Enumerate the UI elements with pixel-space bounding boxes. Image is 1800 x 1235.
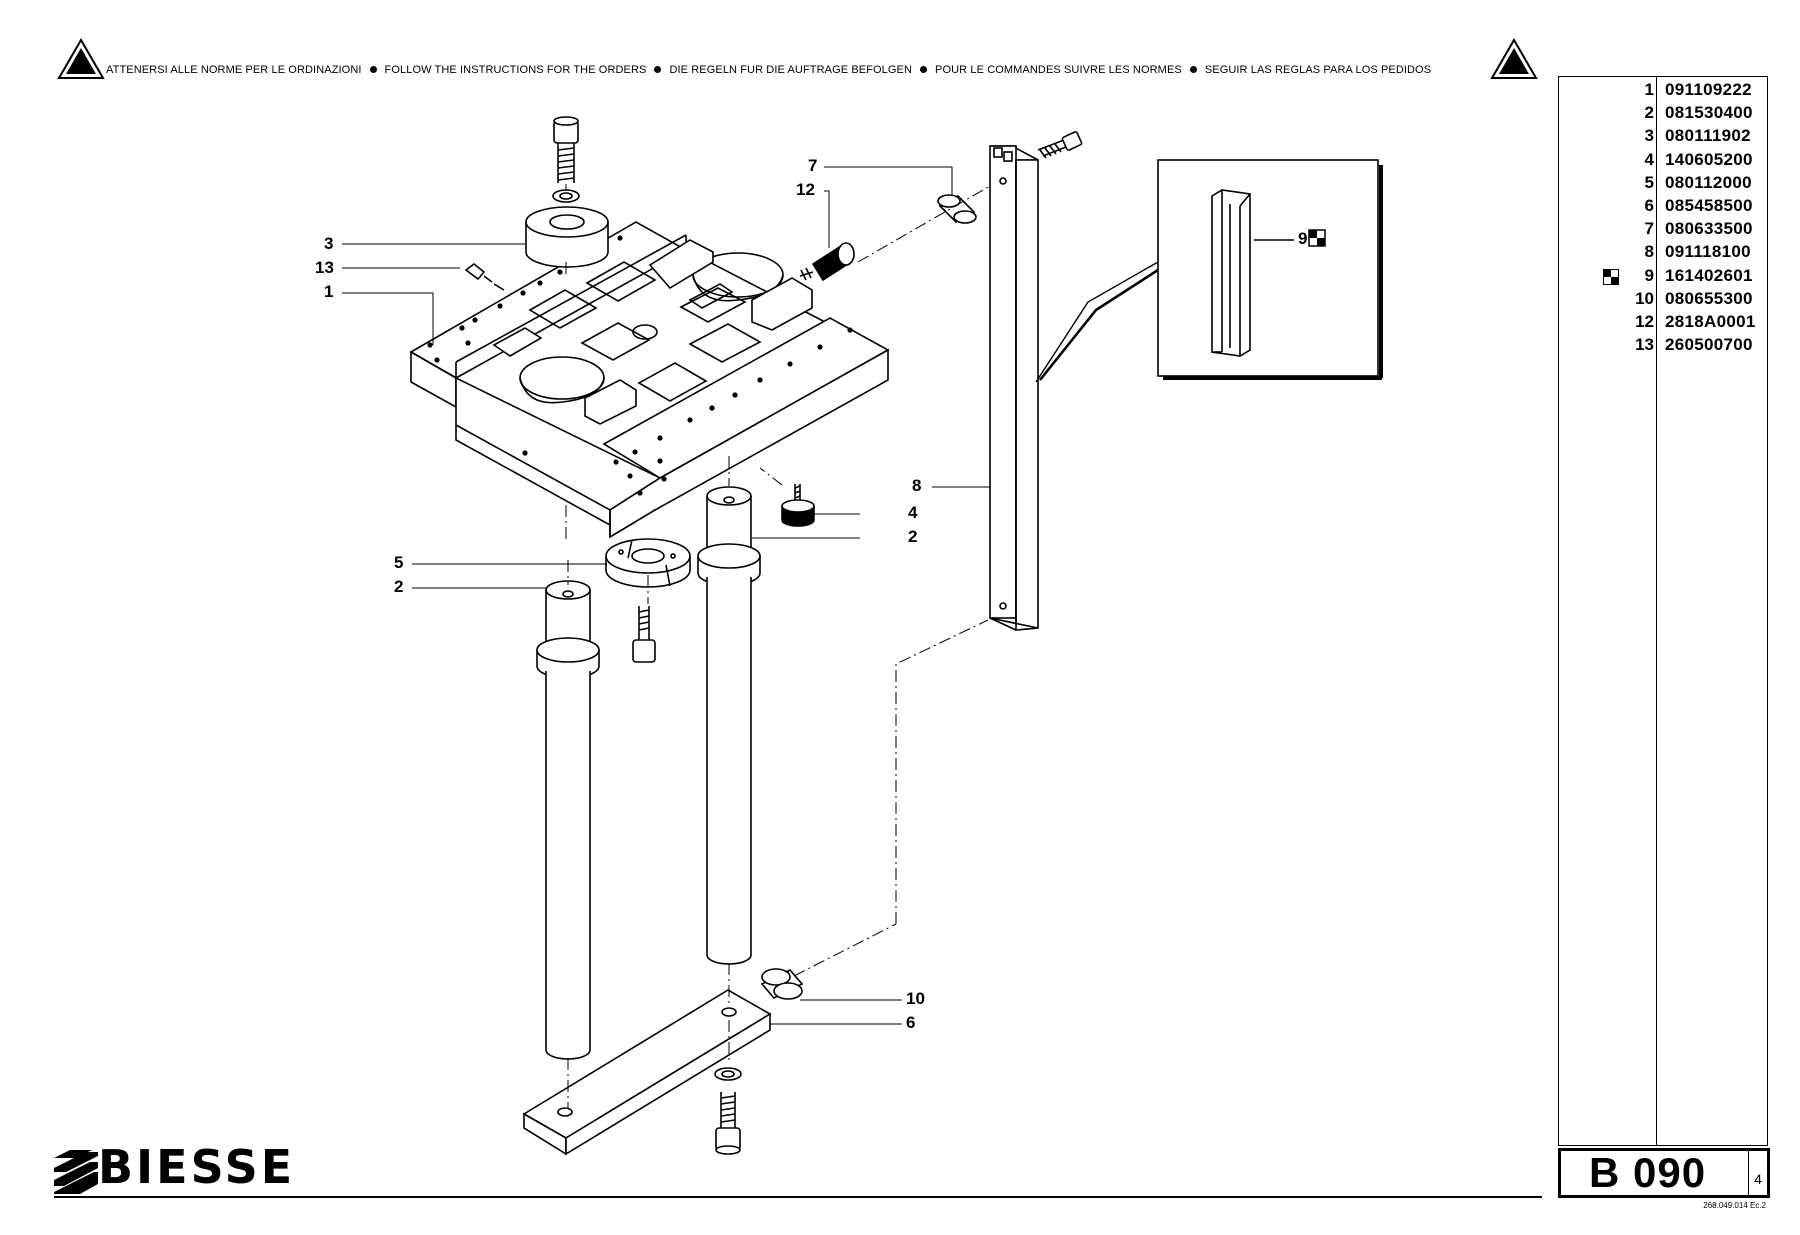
clamp-screw — [632, 606, 656, 663]
callout-leaders — [342, 166, 990, 1025]
bottom-cap-screw — [715, 1092, 741, 1155]
part-code: 085458500 — [1665, 196, 1753, 215]
instruction-es: SEGUIR LAS REGLAS PARA LOS PEDIDOS — [1204, 64, 1432, 76]
biesse-logo-icon — [54, 1150, 98, 1194]
top-washer — [552, 189, 580, 203]
part-number: 7 — [1644, 219, 1654, 239]
part-code: 080655300 — [1665, 288, 1753, 308]
bullet-dot-icon — [1189, 66, 1197, 74]
spacer-ring-part-3 — [525, 206, 609, 268]
callout-13: 13 — [315, 258, 334, 277]
sheet-code: B 090 — [1589, 1149, 1707, 1196]
parts-list-row: 8 091118100 — [1559, 240, 1767, 263]
callout-5: 5 — [394, 553, 404, 572]
sheet-identifier-box: B 090 4 — [1558, 1148, 1770, 1198]
callout-10: 10 — [906, 989, 925, 1008]
part-number: 10 — [1635, 288, 1654, 308]
callout-12: 12 — [796, 180, 815, 199]
parts-list-row: 13 260500700 — [1559, 333, 1767, 356]
parts-list-row: 5 080112000 — [1559, 171, 1767, 194]
parts-list-row: 12 2818A0001 — [1559, 310, 1767, 333]
base-plate-part-1 — [409, 221, 890, 539]
callout-7: 7 — [808, 156, 818, 175]
bushing-part-7 — [937, 194, 977, 224]
callout-8: 8 — [912, 476, 922, 495]
instruction-fr: POUR LE COMMANDES SUIVRE LES NORMES — [935, 64, 1182, 76]
pillar-part-2-right — [697, 486, 761, 965]
part-number: 4 — [1644, 149, 1654, 169]
damper-part-12 — [799, 242, 855, 282]
part-number: 6 — [1644, 196, 1654, 215]
parts-list-row: 9 161402601 — [1559, 264, 1767, 287]
column-top-screw — [1037, 131, 1083, 159]
instruction-it: ATTENERSI ALLE NORME PER LE ORDINAZIONI — [106, 64, 362, 76]
callout-2-left: 2 — [394, 577, 404, 596]
parts-list-row: 10 080655300 — [1559, 287, 1767, 310]
bullet-dot-icon — [369, 66, 377, 74]
part-code: 161402601 — [1665, 265, 1753, 285]
parts-list-row: 6 085458500 — [1559, 194, 1767, 217]
document-reference: 268.049.014 Ec.2 — [1703, 1201, 1766, 1210]
parts-list-row: 1 091109222 — [1559, 78, 1767, 101]
bottom-rule — [54, 1196, 1542, 1198]
bottom-washer — [714, 1067, 742, 1081]
part-code: 260500700 — [1665, 335, 1753, 355]
callout-6: 6 — [906, 1013, 916, 1032]
parts-list-row: 4 140605200 — [1559, 148, 1767, 171]
bottom-bar-part-6 — [522, 989, 772, 1156]
checker-marker-icon — [1603, 268, 1619, 285]
part-code: 091109222 — [1665, 80, 1752, 99]
part-number: 8 — [1644, 242, 1654, 262]
checker-marker-icon — [1308, 229, 1326, 247]
part-number: 3 — [1644, 126, 1654, 146]
callout-2-right: 2 — [908, 527, 918, 546]
part-code: 080633500 — [1665, 219, 1753, 239]
parts-list-divider — [1656, 77, 1657, 1145]
part-code: 2818A0001 — [1665, 312, 1756, 331]
part-code: 080111902 — [1665, 126, 1751, 146]
grease-nipple-part-13 — [464, 262, 505, 291]
callout-1: 1 — [324, 282, 334, 301]
part-code: 080112000 — [1665, 172, 1752, 192]
bullet-dot-icon — [654, 66, 662, 74]
parts-list-row: 2 081530400 — [1559, 101, 1767, 124]
part-code: 091118100 — [1665, 242, 1751, 262]
bushing-part-10 — [760, 968, 804, 1000]
detail-inset-part-9 — [1157, 159, 1383, 380]
part-code: 140605200 — [1665, 149, 1753, 169]
warning-triangle-left-icon — [57, 38, 105, 79]
brand-name: BIESSE — [98, 1140, 296, 1194]
callout-4: 4 — [908, 503, 918, 522]
damper-part-4 — [781, 484, 815, 527]
clamp-ring-part-5 — [605, 538, 691, 588]
warning-triangle-right-icon — [1490, 38, 1538, 79]
instruction-en: FOLLOW THE INSTRUCTIONS FOR THE ORDERS — [384, 64, 647, 76]
part-number: 2 — [1644, 103, 1654, 123]
order-instructions-banner: ATTENERSI ALLE NORME PER LE ORDINAZIONI F… — [106, 64, 1431, 76]
part-number: 1 — [1644, 80, 1654, 99]
parts-list-row: 7 080633500 — [1559, 217, 1767, 240]
part-number: 13 — [1635, 335, 1654, 355]
pillar-part-2-left — [536, 580, 600, 1060]
part-code: 081530400 — [1665, 103, 1753, 123]
part-number: 5 — [1644, 172, 1654, 192]
sheet-page-number: 4 — [1748, 1151, 1767, 1195]
callout-3: 3 — [324, 234, 334, 253]
part-number: 9 — [1644, 265, 1654, 285]
column-part-8 — [989, 145, 1039, 631]
parts-list-row: 3 080111902 — [1559, 124, 1767, 147]
instruction-de: DIE REGELN FUR DIE AUFTRAGE BEFOLGEN — [669, 64, 913, 76]
parts-list-panel: 1 091109222 2 081530400 3 080111902 4 140605200… — [1558, 76, 1768, 1146]
bullet-dot-icon — [920, 66, 928, 74]
part-number: 12 — [1635, 312, 1654, 331]
top-cap-screw — [553, 116, 579, 183]
callout-9: 9 — [1298, 229, 1308, 248]
rail-holes — [427, 235, 853, 496]
